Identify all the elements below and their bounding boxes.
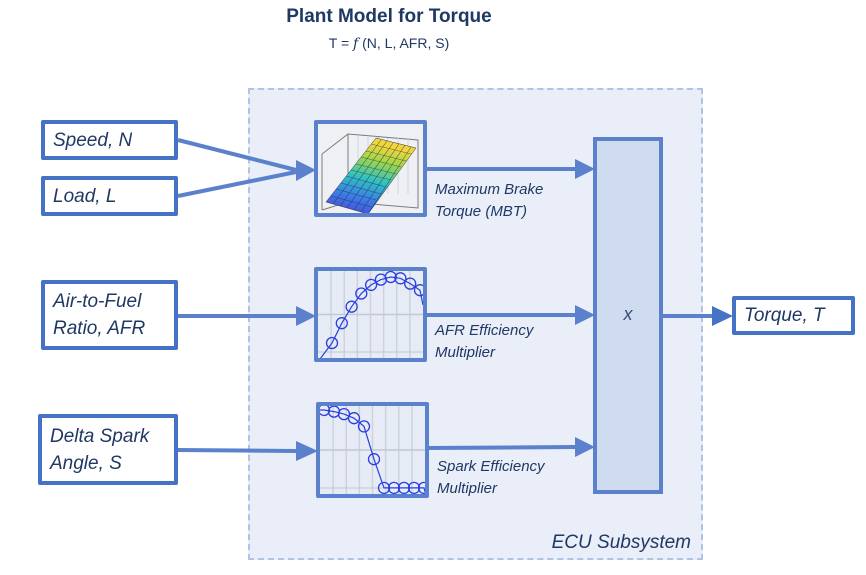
arrowhead-mult-in-2 <box>575 305 595 325</box>
diagram-title: Plant Model for Torque <box>286 6 492 27</box>
formula-function: f <box>353 36 359 52</box>
data-point-marker <box>407 481 421 494</box>
drop-off-curve-plot-icon <box>320 406 425 494</box>
formula-args: (N, L, AFR, S) <box>358 35 450 51</box>
input-spark-label-line1: Delta Spark <box>50 425 150 447</box>
data-point-marker <box>357 420 371 433</box>
input-load-label: Load, L <box>53 185 117 207</box>
mbt-lookup-block[interactable] <box>314 120 427 217</box>
output-torque-label: Torque, T <box>744 305 825 326</box>
parabola-curve-plot-icon <box>318 271 423 358</box>
input-spark-label-line2: Angle, S <box>50 452 122 474</box>
formula-prefix: T = <box>328 35 354 51</box>
data-point-marker <box>364 278 378 292</box>
arrowhead-mbt-in <box>296 160 316 181</box>
afr-efficiency-label: AFR Efficiency Multiplier <box>435 320 533 364</box>
data-point-marker <box>345 300 358 313</box>
data-point-marker <box>384 271 397 284</box>
data-point-marker <box>397 481 411 494</box>
data-point-marker <box>394 272 407 285</box>
arrowhead-spark-eff-in <box>296 441 318 461</box>
data-point-marker <box>367 453 381 466</box>
wire-spark-eff-to-mult <box>428 445 576 450</box>
input-afr[interactable]: Air-to-Fuel Ratio, AFR <box>41 280 178 350</box>
input-afr-label-line1: Air-to-Fuel <box>53 291 142 312</box>
data-point-marker <box>347 412 361 425</box>
arrowhead-mult-in-1 <box>575 159 595 179</box>
arrowhead-mult-in-3 <box>575 437 595 457</box>
data-point-marker <box>387 481 401 494</box>
wire-load-to-mbt <box>177 170 297 198</box>
spark-efficiency-label-line2: Multiplier <box>437 480 498 497</box>
input-speed-label: Speed, N <box>53 129 133 151</box>
torque-formula: T = f (N, L, AFR, S) <box>0 35 778 52</box>
output-torque[interactable]: Torque, T <box>732 296 855 335</box>
product-block[interactable]: x <box>593 137 663 494</box>
mbt-label: Maximum Brake Torque (MBT) <box>435 179 543 223</box>
input-spark[interactable]: Delta Spark Angle, S <box>38 414 178 485</box>
input-speed[interactable]: Speed, N <box>41 120 178 160</box>
input-load[interactable]: Load, L <box>41 176 178 216</box>
arrowhead-output <box>712 306 733 326</box>
afr-efficiency-block[interactable] <box>314 267 427 362</box>
curve-line <box>320 409 425 493</box>
data-point-marker <box>320 406 331 417</box>
data-point-marker <box>404 277 417 290</box>
data-point-marker <box>355 287 368 300</box>
data-point-marker <box>325 336 339 350</box>
subsystem-label: ECU Subsystem <box>551 532 691 553</box>
multiply-symbol: x <box>623 304 633 324</box>
spark-efficiency-label-line1: Spark Efficiency <box>437 458 545 475</box>
data-point-marker <box>335 317 348 330</box>
arrowhead-afr-eff-in <box>296 306 316 326</box>
spark-efficiency-block[interactable] <box>316 402 429 498</box>
input-afr-label-line2: Ratio, AFR <box>53 318 146 339</box>
wire-spark-to-spark-eff <box>177 448 297 453</box>
afr-efficiency-label-line1: AFR Efficiency <box>435 322 534 339</box>
curve-line <box>320 276 423 358</box>
mbt-label-line1: Maximum Brake <box>435 181 544 198</box>
data-point-marker <box>417 481 425 494</box>
data-point-marker <box>413 284 423 297</box>
mbt-label-line2: Torque (MBT) <box>435 203 527 220</box>
spark-efficiency-label: Spark Efficiency Multiplier <box>437 456 545 500</box>
afr-efficiency-label-line2: Multiplier <box>435 344 496 361</box>
3d-surface-plot-icon <box>321 133 419 213</box>
wire-speed-to-mbt <box>177 138 297 172</box>
data-point-marker <box>377 481 391 494</box>
